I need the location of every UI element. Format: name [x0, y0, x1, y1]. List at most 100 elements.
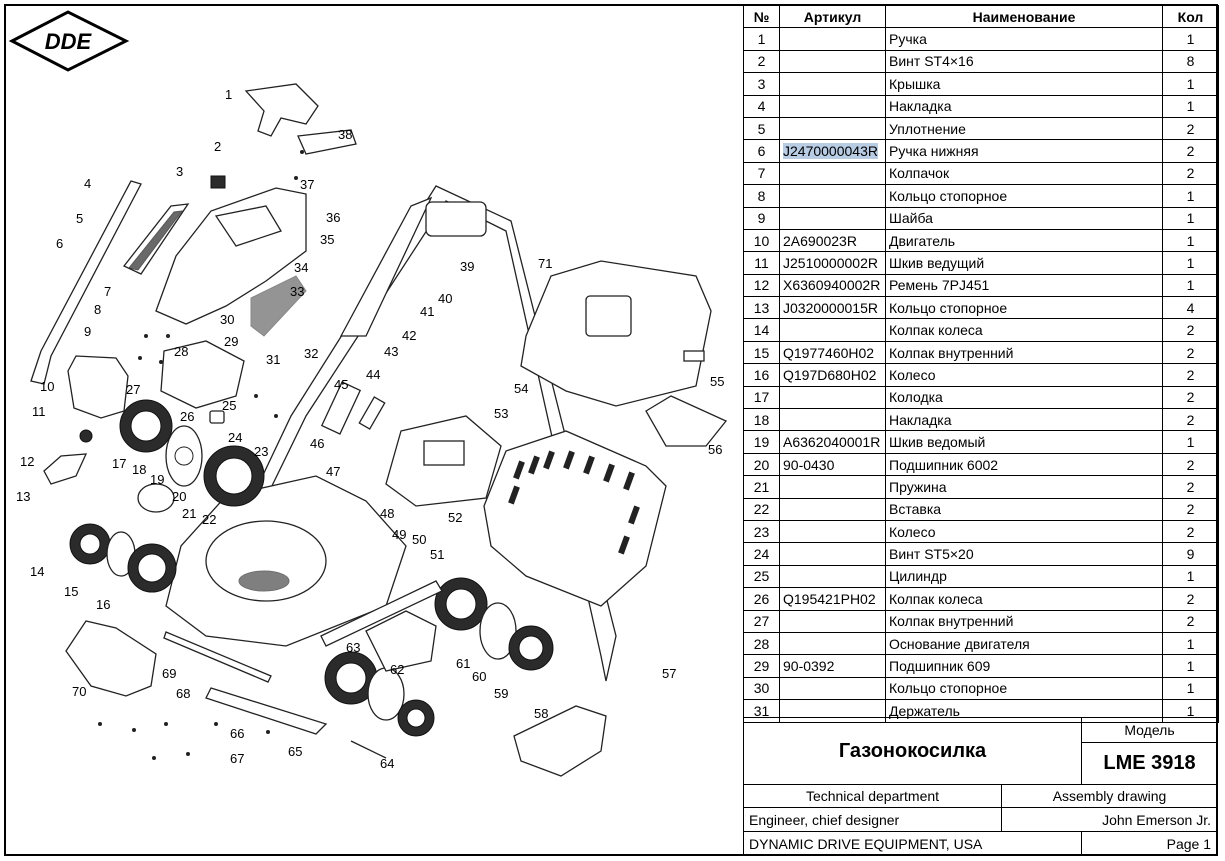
- row-qty: 1: [1162, 430, 1219, 454]
- row-name: Винт ST5×20: [885, 542, 1163, 566]
- model-value: LME 3918: [1081, 742, 1218, 785]
- callout-label: 66: [230, 726, 244, 741]
- row-article: A6362040001R: [779, 430, 886, 454]
- callout-label: 30: [220, 312, 234, 327]
- row-number: 21: [743, 475, 780, 499]
- callout-label: 20: [172, 489, 186, 504]
- callout-label: 44: [366, 367, 380, 382]
- row-qty: 2: [1162, 116, 1219, 141]
- row-article: [779, 184, 886, 208]
- row-article: [779, 72, 886, 96]
- row-name: Ручка: [885, 27, 1163, 51]
- row-article: Q1977460H02: [779, 340, 886, 365]
- logo-text: DDE: [45, 29, 93, 54]
- row-qty: 8: [1162, 49, 1219, 74]
- mower-deck: [165, 475, 407, 647]
- callout-label: 32: [304, 346, 318, 361]
- callout-label: 49: [392, 527, 406, 542]
- callout-label: 10: [40, 379, 54, 394]
- callout-label: 58: [534, 706, 548, 721]
- row-article: [779, 519, 886, 544]
- callout-label: 17: [112, 456, 126, 471]
- row-name: Винт ST4×16: [885, 49, 1163, 74]
- row-article: 90-0430: [779, 452, 886, 477]
- row-qty: 1: [1162, 251, 1219, 275]
- row-name: Колпак внутренний: [885, 609, 1163, 633]
- callout-label: 37: [300, 177, 314, 192]
- callout-label: 1: [225, 87, 232, 102]
- callout-label: 4: [84, 176, 91, 191]
- row-article: 2A690023R: [779, 228, 886, 253]
- row-name: Держатель: [885, 699, 1163, 723]
- row-qty: 2: [1162, 385, 1219, 410]
- dde-logo: DDE: [8, 10, 130, 72]
- handle-parts: [30, 83, 617, 682]
- row-name: Цилиндр: [885, 564, 1163, 589]
- row-article: [779, 631, 886, 656]
- row-qty: 1: [1162, 273, 1219, 298]
- page-number: Page 1: [1081, 831, 1218, 856]
- hardware-dots: [98, 150, 304, 760]
- callout-label: 31: [266, 352, 280, 367]
- row-number: 30: [743, 676, 780, 701]
- row-number: 20: [743, 452, 780, 477]
- callout-label: 7: [104, 284, 111, 299]
- row-name: Кольцо стопорное: [885, 296, 1163, 320]
- row-number: 19: [743, 430, 780, 454]
- row-qty: 1: [1162, 564, 1219, 589]
- callout-label: 25: [222, 398, 236, 413]
- row-number: 2: [743, 49, 780, 74]
- callout-label: 50: [412, 532, 426, 547]
- callout-label: 16: [96, 597, 110, 612]
- callout-label: 23: [254, 444, 268, 459]
- row-number: 13: [743, 296, 780, 320]
- callout-label: 27: [126, 382, 140, 397]
- product-title: Газонокосилка: [743, 717, 1082, 785]
- callout-label: 42: [402, 328, 416, 343]
- callout-label: 65: [288, 744, 302, 759]
- callout-label: 33: [290, 284, 304, 299]
- callout-label: 70: [72, 684, 86, 699]
- callout-label: 61: [456, 656, 470, 671]
- drawing-type: Assembly drawing: [1001, 784, 1218, 808]
- header-no: №: [743, 4, 780, 29]
- designer-role: Engineer, chief designer: [743, 807, 1002, 832]
- callout-label: 43: [384, 344, 398, 359]
- callout-label: 48: [380, 506, 394, 521]
- row-number: 10: [743, 228, 780, 253]
- model-label: Модель: [1081, 717, 1218, 743]
- callout-label: 35: [320, 232, 334, 247]
- row-article: [779, 94, 886, 118]
- row-qty: 1: [1162, 228, 1219, 253]
- callouts: 1 2 3 4 5 6 7 8 9 10 11 12 13 14 15 16 1…: [16, 87, 724, 771]
- header-qty: Кол: [1162, 4, 1219, 29]
- callout-label: 41: [420, 304, 434, 319]
- callout-label: 63: [346, 640, 360, 655]
- callout-label: 45: [334, 377, 348, 392]
- row-qty: 2: [1162, 139, 1219, 163]
- row-name: Колпачок: [885, 161, 1163, 186]
- row-qty: 2: [1162, 609, 1219, 633]
- row-name: Крышка: [885, 72, 1163, 96]
- callout-label: 5: [76, 211, 83, 226]
- row-article: [779, 676, 886, 701]
- callout-label: 60: [472, 669, 486, 684]
- row-name: Колесо: [885, 363, 1163, 387]
- row-number: 28: [743, 631, 780, 656]
- row-name: Ремень 7PJ451: [885, 273, 1163, 298]
- row-article: [779, 564, 886, 589]
- row-article: [779, 497, 886, 521]
- row-number: 24: [743, 542, 780, 566]
- row-qty: 2: [1162, 452, 1219, 477]
